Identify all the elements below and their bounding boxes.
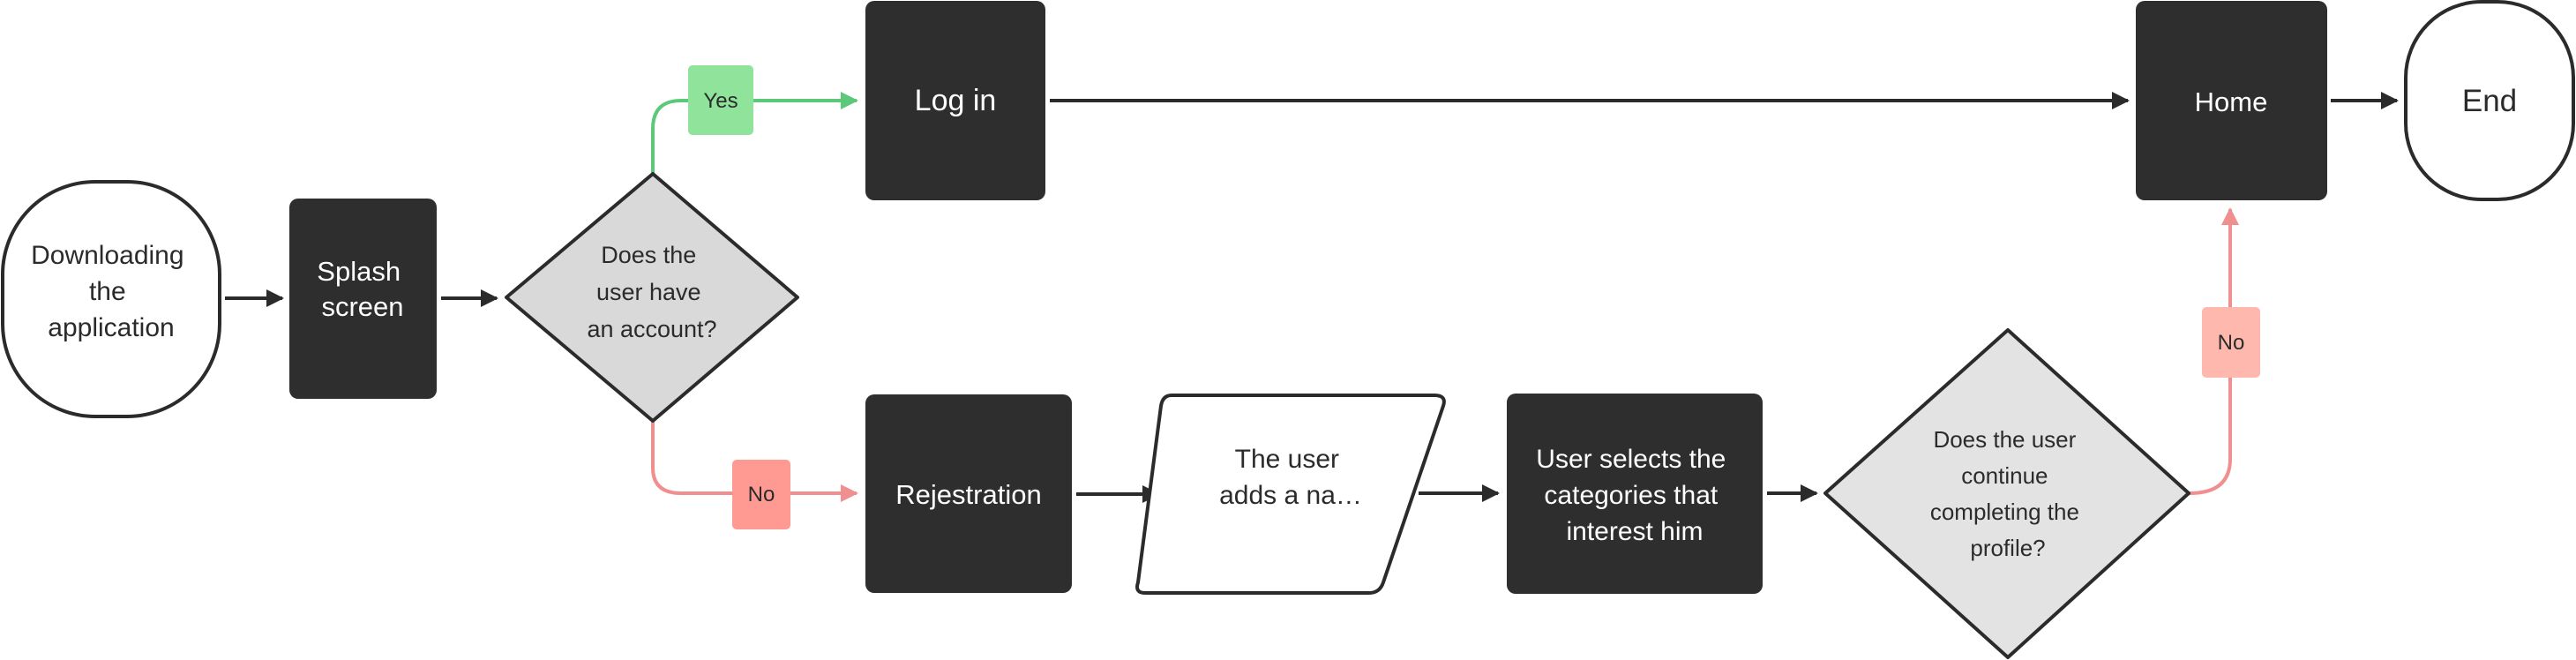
svg-text:User selects the categor: User selects the categories that interes…: [1536, 445, 1733, 546]
decision-has-account[interactable]: Does the user have an account?: [505, 172, 799, 423]
node-user-adds-name[interactable]: The user adds a na…: [1135, 394, 1446, 595]
decision-profile-line-2: continue: [1961, 462, 2048, 489]
decision-profile-line-3: completing the: [1930, 499, 2079, 525]
decision-continue-profile[interactable]: Does the user continue completing the pr…: [1823, 328, 2190, 659]
svg-text:The user adds a na…: The user adds a na…: [1219, 445, 1362, 510]
home-label: Home: [2195, 86, 2268, 117]
badge-yes: Yes: [688, 65, 753, 135]
categories-line-1: User selects the: [1536, 445, 1726, 474]
node-splash-screen[interactable]: Splash screen: [289, 199, 437, 399]
node-select-categories[interactable]: User selects the categories that interes…: [1507, 394, 1763, 594]
download-line-2: the: [89, 277, 126, 306]
svg-text:Does the user have: Does the user have an account?: [587, 242, 716, 342]
node-home[interactable]: Home: [2136, 1, 2327, 200]
badge-yes-label: Yes: [703, 89, 738, 113]
svg-text:Does the user continue: Does the user continue completing the pr…: [1930, 426, 2086, 561]
badge-no-home-label: No: [2218, 331, 2245, 355]
decision-account-line-3: an account?: [587, 316, 716, 342]
badge-no-home: No: [2202, 307, 2260, 378]
download-line-3: application: [48, 313, 174, 342]
svg-text:Rejestration: Rejestration: [895, 479, 1041, 510]
add-name-line-2: adds a na…: [1219, 481, 1362, 510]
arrow-profile-decision-no-to-home: [2189, 207, 2239, 495]
svg-text:End: End: [2462, 84, 2517, 118]
svg-text:Log in: Log in: [915, 84, 997, 117]
decision-account-line-1: Does the: [601, 242, 696, 268]
connectors: [225, 92, 2399, 503]
decision-account-line-2: user have: [596, 279, 701, 305]
node-downloading-application[interactable]: Downloading the application: [1, 180, 221, 418]
svg-text:Splash screen: Splash screen: [317, 256, 408, 322]
splash-line-2: screen: [321, 291, 403, 322]
registration-label: Rejestration: [895, 479, 1041, 510]
node-log-in[interactable]: Log in: [865, 1, 1045, 200]
arrow-decision-no-to-registration: [651, 422, 858, 502]
login-label: Log in: [915, 84, 997, 117]
svg-text:Home: Home: [2195, 86, 2268, 117]
download-line-1: Downloading: [31, 241, 183, 270]
splash-line-1: Splash: [317, 256, 401, 287]
arrow-decision-yes-to-login: [651, 92, 858, 173]
badge-no-registration: No: [732, 460, 790, 529]
add-name-line-1: The user: [1235, 445, 1339, 474]
decision-profile-line-1: Does the user: [1933, 426, 2076, 453]
categories-line-2: categories that: [1544, 481, 1718, 510]
end-label: End: [2462, 84, 2517, 118]
decision-profile-line-4: profile?: [1970, 535, 2045, 561]
categories-line-3: interest him: [1566, 517, 1703, 546]
svg-text:Downloading the ap: Downloading the application: [31, 241, 191, 342]
node-registration[interactable]: Rejestration: [865, 394, 1072, 593]
node-end[interactable]: End: [2404, 0, 2575, 201]
badge-no-registration-label: No: [748, 483, 775, 506]
